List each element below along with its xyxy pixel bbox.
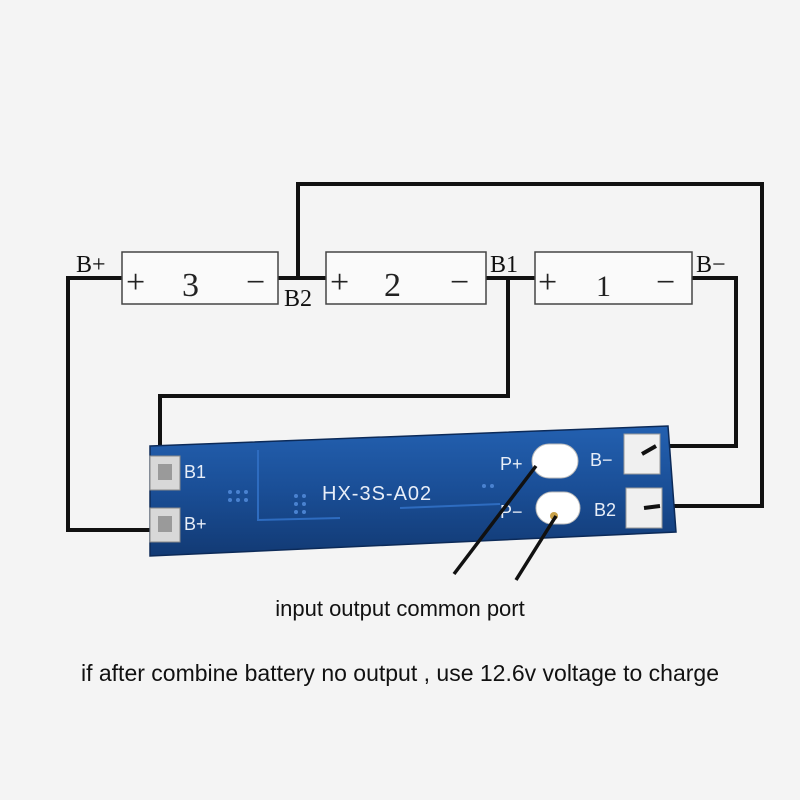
pad-label-b-minus: B− xyxy=(590,450,613,470)
cell-3-plus: + xyxy=(126,264,145,301)
cell-3-minus: − xyxy=(246,264,265,301)
wire-b-plus xyxy=(66,276,168,532)
caption-charge-note: if after combine battery no output , use… xyxy=(80,660,719,686)
cell-1-minus: − xyxy=(656,264,675,301)
cell-1-plus: + xyxy=(538,264,557,301)
pad-label-p-plus: P+ xyxy=(500,454,523,474)
battery-cell-2: + 2 − xyxy=(325,251,487,305)
label-b-plus: B+ xyxy=(76,252,106,278)
label-b-minus: B− xyxy=(696,252,726,278)
label-b2: B2 xyxy=(284,286,312,312)
wire-b2 xyxy=(296,182,764,508)
battery-cell-1: + 1 − xyxy=(534,251,693,305)
label-b1: B1 xyxy=(490,252,518,278)
pad-label-b1: B1 xyxy=(184,462,206,482)
wire-b-minus xyxy=(656,276,738,448)
pad-label-b2: B2 xyxy=(594,500,616,520)
cell-3-number: 3 xyxy=(182,267,199,304)
battery-cell-3: + 3 − xyxy=(121,251,279,305)
protection-board: B1 B+ HX-3S-A02 P+ P− B− B2 xyxy=(149,425,677,557)
pointer-p-plus xyxy=(452,464,538,576)
cell-2-number: 2 xyxy=(384,267,401,304)
pad-p-minus xyxy=(535,491,581,525)
board-model: HX-3S-A02 xyxy=(322,483,432,505)
caption-common-port: input output common port xyxy=(275,596,525,621)
pad-label-p-minus: P− xyxy=(500,502,523,522)
pointer-p-minus xyxy=(514,515,558,581)
pad-label-b-plus: B+ xyxy=(184,514,207,534)
pad-p-plus xyxy=(531,443,579,479)
pointer-lines xyxy=(452,464,558,581)
cell-2-plus: + xyxy=(330,264,349,301)
cell-1-number: 1 xyxy=(596,270,611,303)
cell-2-minus: − xyxy=(450,264,469,301)
